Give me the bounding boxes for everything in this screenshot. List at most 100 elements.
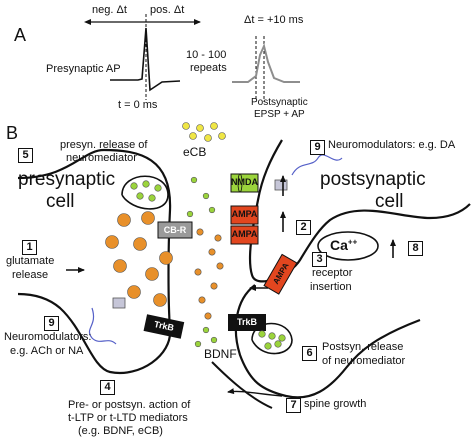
item-4-text-3: (e.g. BDNF, eCB) xyxy=(78,425,163,437)
cb-r-receptor xyxy=(157,221,193,239)
item-1-text-2: release xyxy=(12,269,49,281)
neg-dt-label: neg. Δt xyxy=(92,4,127,16)
vesicle-green xyxy=(278,334,286,342)
item-4-text-2: t-LTP or t-LTD mediators xyxy=(68,412,188,424)
postsynaptic-cell-label-2: cell xyxy=(375,191,404,212)
ecb-molecule xyxy=(196,124,204,132)
calcium-oval xyxy=(317,231,379,261)
item-8-box: 8 xyxy=(408,241,423,256)
panel-b-label: B xyxy=(6,123,19,143)
item-9-ach-box: 9 xyxy=(44,316,59,331)
item-1-box: 1 xyxy=(22,240,37,255)
neuromod-receptor-pre xyxy=(112,297,126,309)
spine-growth-arrow xyxy=(227,388,283,397)
ampa-receptor-1 xyxy=(230,205,259,225)
item-9-da-box: 9 xyxy=(310,140,325,155)
glutamate-vesicle xyxy=(113,259,127,273)
presyn-vesicle-pocket xyxy=(121,175,169,210)
postsynaptic-epsp-trace xyxy=(232,42,300,83)
item-4-box: 4 xyxy=(100,380,115,395)
vesicle-green xyxy=(274,340,282,348)
calcium-label: Ca++ xyxy=(330,238,357,253)
post-label-2: EPSP + AP xyxy=(254,109,305,120)
item-5-text-2: neuromediator xyxy=(66,152,137,164)
vesicle-green xyxy=(268,332,276,340)
presyn-lower-membrane xyxy=(211,361,273,409)
neuromodulator-ach-line xyxy=(88,307,117,345)
dt-value-label: Δt = +10 ms xyxy=(244,14,304,26)
glutamate-vesicle xyxy=(117,213,131,227)
ampa-label-1: AMPA xyxy=(231,209,258,219)
glutamate-vesicle xyxy=(153,293,167,307)
glutamate-molecule xyxy=(208,248,216,256)
calcium-charge: ++ xyxy=(347,237,358,247)
free-green xyxy=(202,192,210,200)
free-green xyxy=(202,326,210,334)
presynaptic-ap-trace xyxy=(110,27,181,92)
presynaptic-membrane xyxy=(17,148,172,375)
item-5-text-1: presyn. release of xyxy=(60,139,148,151)
glutamate-molecule xyxy=(214,234,222,242)
vesicle-green xyxy=(154,184,162,192)
trkb-post-label: TrkB xyxy=(236,317,257,327)
free-green xyxy=(186,210,194,218)
neuromodulator-da-line xyxy=(291,154,343,176)
repeats-label-1: 10 - 100 xyxy=(186,49,227,61)
ampa-receptor-2 xyxy=(230,225,259,245)
ecb-molecule xyxy=(189,132,197,140)
nmda-receptor xyxy=(230,173,259,193)
item-3-text-1: receptor xyxy=(312,267,353,279)
item-6-box: 6 xyxy=(302,346,317,361)
glutamate-vesicle xyxy=(105,235,119,249)
pos-dt-label: pos. Δt xyxy=(150,4,185,16)
vesicle-green xyxy=(264,342,272,350)
vesicle-green xyxy=(258,330,266,338)
presynaptic-cell-label-1: presynaptic xyxy=(18,169,116,190)
post-label-1: Postsynaptic xyxy=(251,97,308,108)
postsynaptic-membrane xyxy=(248,139,471,283)
trkb-post-receptor xyxy=(228,314,266,331)
ecb-molecule xyxy=(218,132,226,140)
bdnf-label: BDNF xyxy=(204,347,237,361)
item-5-box: 5 xyxy=(18,148,33,163)
item-4-text-1: Pre- or postsyn. action of xyxy=(68,399,191,411)
nmda-label: NMDA xyxy=(231,177,258,187)
item-2-box: 2 xyxy=(296,220,311,235)
free-green xyxy=(208,206,216,214)
glutamate-vesicle xyxy=(133,237,147,251)
ecb-molecule xyxy=(210,122,218,130)
item-6-text-1: Postsyn. release xyxy=(322,341,404,353)
cb-r-label: CB-R xyxy=(163,225,187,235)
item-7-text: spine growth xyxy=(304,398,367,410)
panel-a-label: A xyxy=(14,25,27,45)
glutamate-molecule xyxy=(194,268,202,276)
ecb-molecule xyxy=(182,122,190,130)
item-1-text-1: glutamate xyxy=(6,255,55,267)
glutamate-vesicle xyxy=(145,267,159,281)
item-6-text-2: of neuromediator xyxy=(322,355,406,367)
trkb-pre-receptor xyxy=(143,314,185,339)
ampa-inserting xyxy=(263,253,298,295)
glutamate-molecule xyxy=(216,262,224,270)
vesicle-green xyxy=(136,192,144,200)
ecb-label: eCB xyxy=(183,145,207,159)
glutamate-molecule xyxy=(196,228,204,236)
free-green xyxy=(190,176,198,184)
item-3-text-2: insertion xyxy=(310,281,352,293)
glutamate-molecule xyxy=(210,282,218,290)
item-9-da-text: Neuromodulators: e.g. DA xyxy=(328,139,456,151)
item-3-box: 3 xyxy=(312,252,327,267)
item-7-box: 7 xyxy=(286,398,301,413)
vesicle-green xyxy=(142,180,150,188)
glutamate-vesicle xyxy=(159,251,173,265)
calcium-text: Ca xyxy=(330,237,348,253)
vesicle-green xyxy=(130,182,138,190)
glutamate-vesicle xyxy=(127,285,141,299)
neuromod-receptor-post xyxy=(274,179,288,191)
repeats-label-2: repeats xyxy=(190,62,227,74)
ecb-molecule xyxy=(204,134,212,142)
glutamate-vesicle xyxy=(141,211,155,225)
item-9-ach-text-2: e.g. ACh or NA xyxy=(10,345,84,357)
